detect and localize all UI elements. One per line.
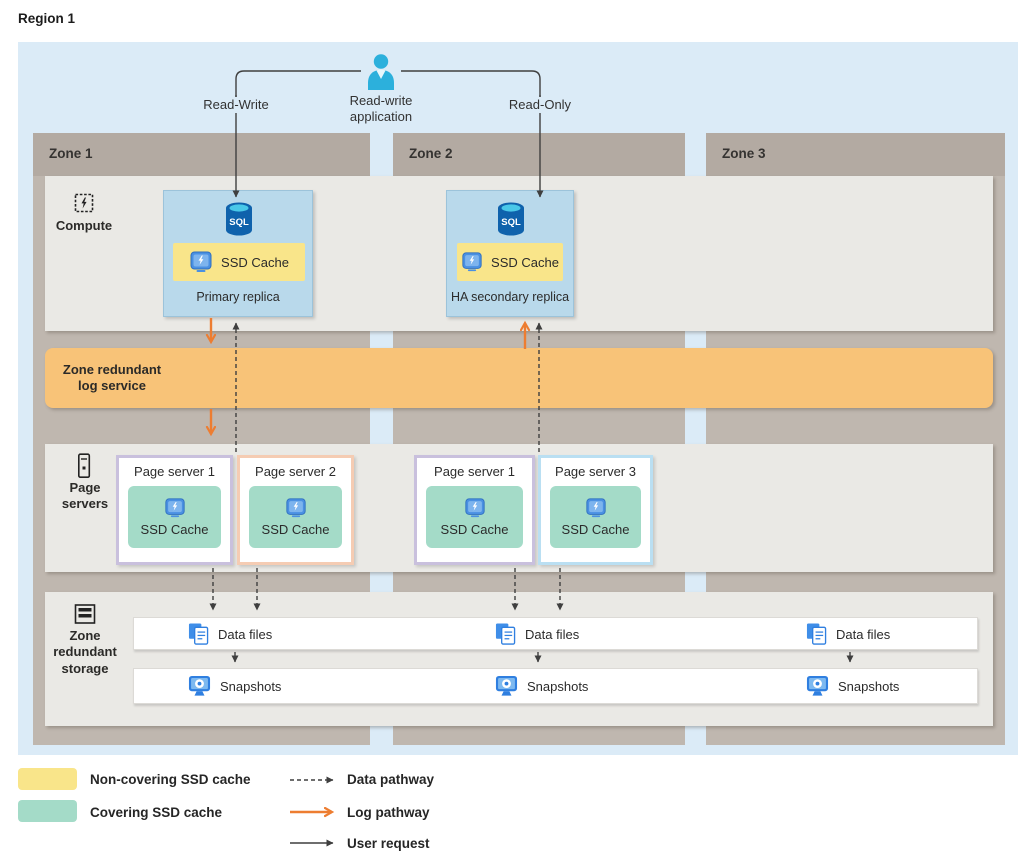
zone-3-label: Zone 3 (722, 146, 766, 161)
page-server-title: Page server 2 (255, 464, 336, 479)
legend-covering-swatch (18, 800, 77, 822)
svg-text:SQL: SQL (501, 217, 521, 228)
snapshots-item-zone3: Snapshots (806, 674, 899, 698)
data-files-icon (806, 623, 827, 645)
zone1-page-server-1-box: Page server 1 SSD Cache (116, 455, 233, 565)
storage-band (45, 592, 993, 726)
ssd-drive-icon (164, 498, 185, 518)
region-title: Region 1 (18, 11, 76, 26)
storage-section-label: Zone redundant storage (53, 628, 117, 676)
legend-log-pathway-arrow (290, 804, 340, 820)
snapshots-label: Snapshots (527, 678, 589, 694)
legend-covering-label: Covering SSD cache (90, 805, 223, 820)
ha-secondary-replica-box: SQL SSD Cache HA secondary replica (446, 190, 574, 317)
zone-1-label: Zone 1 (49, 146, 93, 161)
ha-ssd-cache-label: SSD Cache (491, 254, 559, 270)
snapshots-label: Snapshots (220, 678, 282, 694)
zone2-page-server-1-box: Page server 1 SSD Cache (414, 455, 535, 565)
compute-chip-icon (74, 193, 94, 213)
data-files-item-zone1: Data files (188, 622, 272, 646)
snapshots-icon (495, 675, 518, 696)
legend-non-covering-label: Non-covering SSD cache (90, 772, 251, 787)
zone-3-header: Zone 3 (706, 133, 1005, 176)
log-service-band (45, 348, 993, 408)
data-files-label: Data files (218, 626, 273, 642)
covering-ssd-cache-box: SSD Cache (550, 486, 641, 548)
page-servers-icon (77, 453, 91, 479)
primary-ssd-cache-chip: SSD Cache (173, 243, 305, 281)
sql-database-icon: SQL (498, 202, 524, 236)
ha-replica-label: HA secondary replica (450, 290, 570, 304)
covering-ssd-cache-box: SSD Cache (426, 486, 523, 548)
legend-user-request-label: User request (347, 836, 430, 851)
legend-log-pathway-label: Log pathway (347, 805, 430, 820)
page-server-title: Page server 1 (434, 464, 515, 479)
legend-data-pathway-arrow (290, 776, 334, 784)
snapshots-label: Snapshots (838, 678, 900, 694)
zone2-page-server-3-box: Page server 3 SSD Cache (538, 455, 653, 565)
page-server-title: Page server 3 (555, 464, 636, 479)
data-files-icon (188, 623, 209, 645)
zone-2-header: Zone 2 (393, 133, 685, 176)
compute-section-label: Compute (55, 218, 113, 233)
application-label: Read-write application (334, 93, 428, 125)
ssd-cache-label: SSD Cache (261, 522, 330, 537)
primary-replica-box: SQL SSD Cache Primary replica (163, 190, 313, 317)
read-write-label: Read-Write (198, 97, 274, 113)
application-user-icon (361, 53, 401, 90)
read-only-label: Read-Only (503, 97, 577, 113)
ssd-drive-icon (285, 498, 306, 518)
zone1-page-server-2-box: Page server 2 SSD Cache (237, 455, 354, 565)
page-servers-section-label: Page servers (61, 480, 109, 512)
ssd-cache-label: SSD Cache (440, 522, 509, 537)
data-files-bar (133, 617, 978, 650)
log-service-label: Zone redundant log service (62, 362, 162, 394)
ha-ssd-cache-chip: SSD Cache (457, 243, 563, 281)
ssd-cache-label: SSD Cache (561, 522, 630, 537)
data-files-icon (495, 623, 516, 645)
data-files-item-zone3: Data files (806, 622, 890, 646)
data-files-label: Data files (525, 626, 580, 642)
snapshots-bar (133, 668, 978, 704)
legend-non-covering-swatch (18, 768, 77, 790)
sql-database-icon: SQL (226, 202, 252, 236)
snapshots-icon (188, 675, 211, 696)
svg-text:SQL: SQL (229, 217, 249, 228)
primary-replica-label: Primary replica (196, 290, 280, 304)
legend-data-pathway-label: Data pathway (347, 772, 435, 787)
data-files-label: Data files (836, 626, 891, 642)
covering-ssd-cache-box: SSD Cache (249, 486, 342, 548)
snapshots-icon (806, 675, 829, 696)
ssd-cache-label: SSD Cache (140, 522, 209, 537)
primary-ssd-cache-label: SSD Cache (221, 254, 289, 270)
legend-user-request-arrow (290, 839, 334, 847)
page-server-title: Page server 1 (134, 464, 215, 479)
ssd-drive-icon (585, 498, 606, 518)
ssd-drive-icon (190, 251, 212, 272)
data-files-item-zone2: Data files (495, 622, 579, 646)
covering-ssd-cache-box: SSD Cache (128, 486, 221, 548)
ssd-drive-icon (464, 498, 485, 518)
storage-icon (74, 604, 96, 624)
snapshots-item-zone2: Snapshots (495, 674, 588, 698)
snapshots-item-zone1: Snapshots (188, 674, 281, 698)
zone-1-header: Zone 1 (33, 133, 370, 176)
zone-2-label: Zone 2 (409, 146, 453, 161)
ssd-drive-icon (462, 252, 482, 272)
